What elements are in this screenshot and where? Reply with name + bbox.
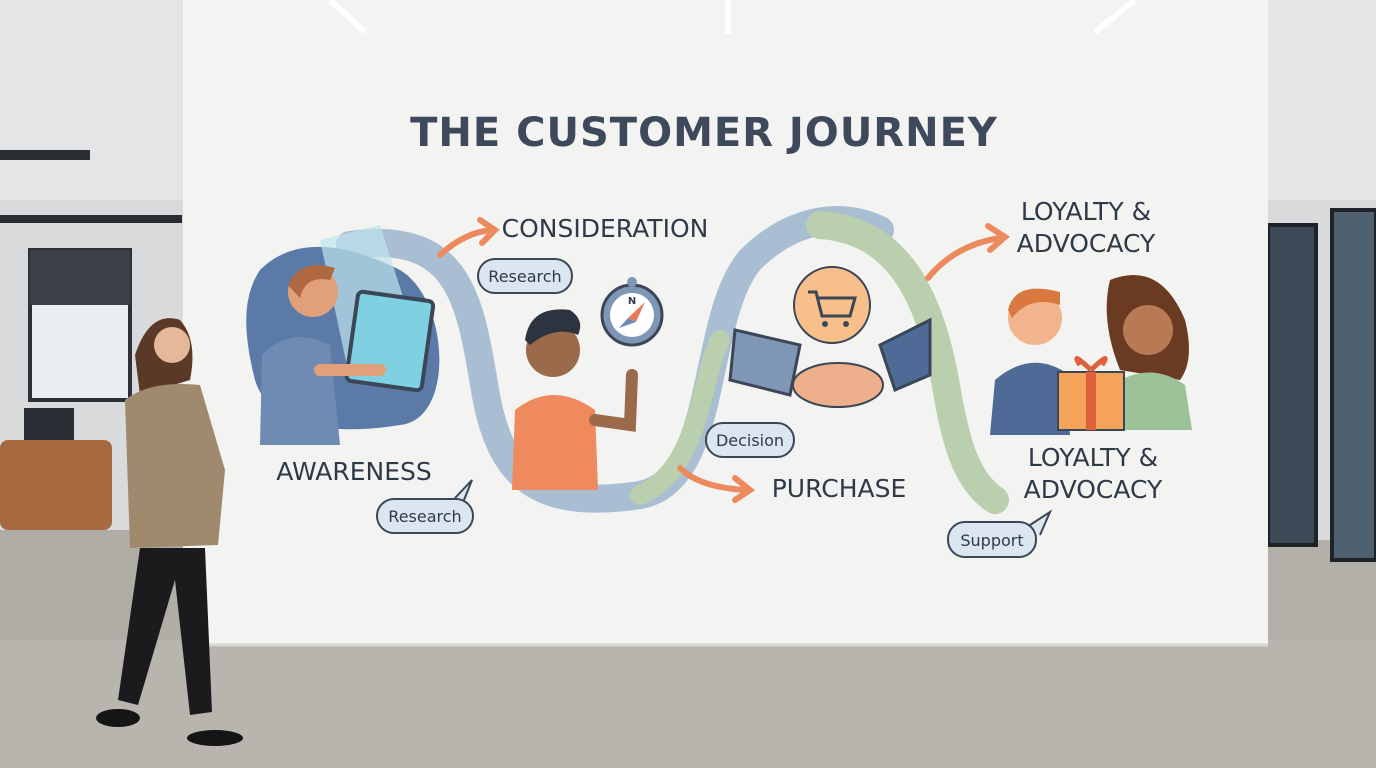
stage-loyalty-top-line2: ADVOCACY — [1017, 229, 1156, 258]
bubble-research-bottom: Research — [376, 479, 474, 534]
loyalty-person-right — [1123, 305, 1173, 355]
handshake-icon — [728, 317, 932, 408]
stage-loyalty-bottom-line1: LOYALTY & — [1028, 443, 1158, 472]
orange-arrows — [437, 217, 1010, 503]
bubble-text: Support — [960, 531, 1023, 550]
woman-walking — [96, 318, 243, 746]
bubble-research-top: Research — [477, 258, 573, 294]
stage-loyalty-top-line1: LOYALTY & — [1021, 197, 1151, 226]
compass-north-label: N — [628, 296, 636, 307]
bubble-support: Support — [947, 509, 1053, 558]
bubble-text: Decision — [716, 431, 784, 450]
concrete-floor — [0, 640, 1376, 768]
gift-icon — [1057, 356, 1125, 431]
stage-consideration: CONSIDERATION — [502, 214, 709, 243]
stage-awareness: AWARENESS — [276, 457, 432, 486]
journey-path-green — [806, 211, 1009, 514]
sofa — [0, 440, 112, 530]
compass-icon: N — [600, 277, 664, 347]
bubble-text: Research — [388, 507, 461, 526]
shopping-cart-icon — [793, 266, 871, 344]
bubble-text: Research — [488, 267, 561, 286]
mural-title: THE CUSTOMER JOURNEY — [410, 110, 998, 156]
glass-door — [1266, 223, 1318, 547]
stage-loyalty-bottom-line2: ADVOCACY — [1024, 475, 1163, 504]
bubble-decision: Decision — [705, 422, 795, 458]
stage-purchase: PURCHASE — [772, 474, 907, 503]
